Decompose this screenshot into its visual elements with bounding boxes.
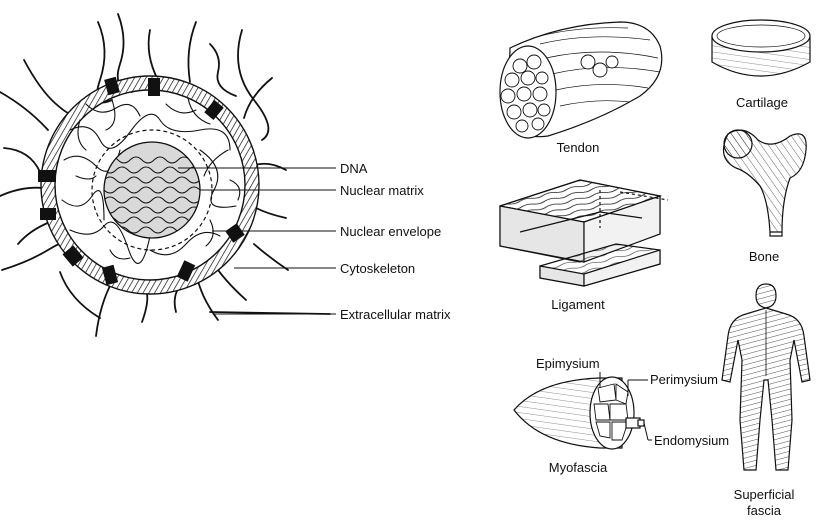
ligament-illustration [499,179,669,287]
cytoskeleton-network [61,97,241,264]
label-extracellular-matrix: Extracellular matrix [340,307,451,322]
label-dna: DNA [340,161,368,176]
label-tendon: Tendon [556,140,600,155]
bone-illustration [722,129,807,237]
label-bone: Bone [748,249,780,264]
label-nuclear-envelope: Nuclear envelope [340,224,442,239]
label-cartilage: Cartilage [735,95,789,110]
tendon-illustration [499,21,663,139]
superficial-fascia-illustration [721,283,811,471]
label-cytoskeleton: Cytoskeleton [340,261,416,276]
label-epimysium: Epimysium [536,356,600,371]
label-nuclear-matrix: Nuclear matrix [340,183,424,198]
label-myofascia: Myofascia [548,460,608,475]
cartilage-illustration [711,19,811,77]
label-endomysium: Endomysium [654,433,730,448]
nucleus [104,142,200,238]
cell-illustration [0,13,336,337]
cell-leader-lines [178,167,336,315]
membrane-anchors [38,76,245,286]
myofascia-illustration [513,372,652,450]
label-ligament: Ligament [551,297,605,312]
label-perimysium: Perimysium [650,372,718,387]
label-superficial-fascia-line1: Superficial [733,487,795,502]
label-superficial-fascia-line2: fascia [747,503,781,518]
